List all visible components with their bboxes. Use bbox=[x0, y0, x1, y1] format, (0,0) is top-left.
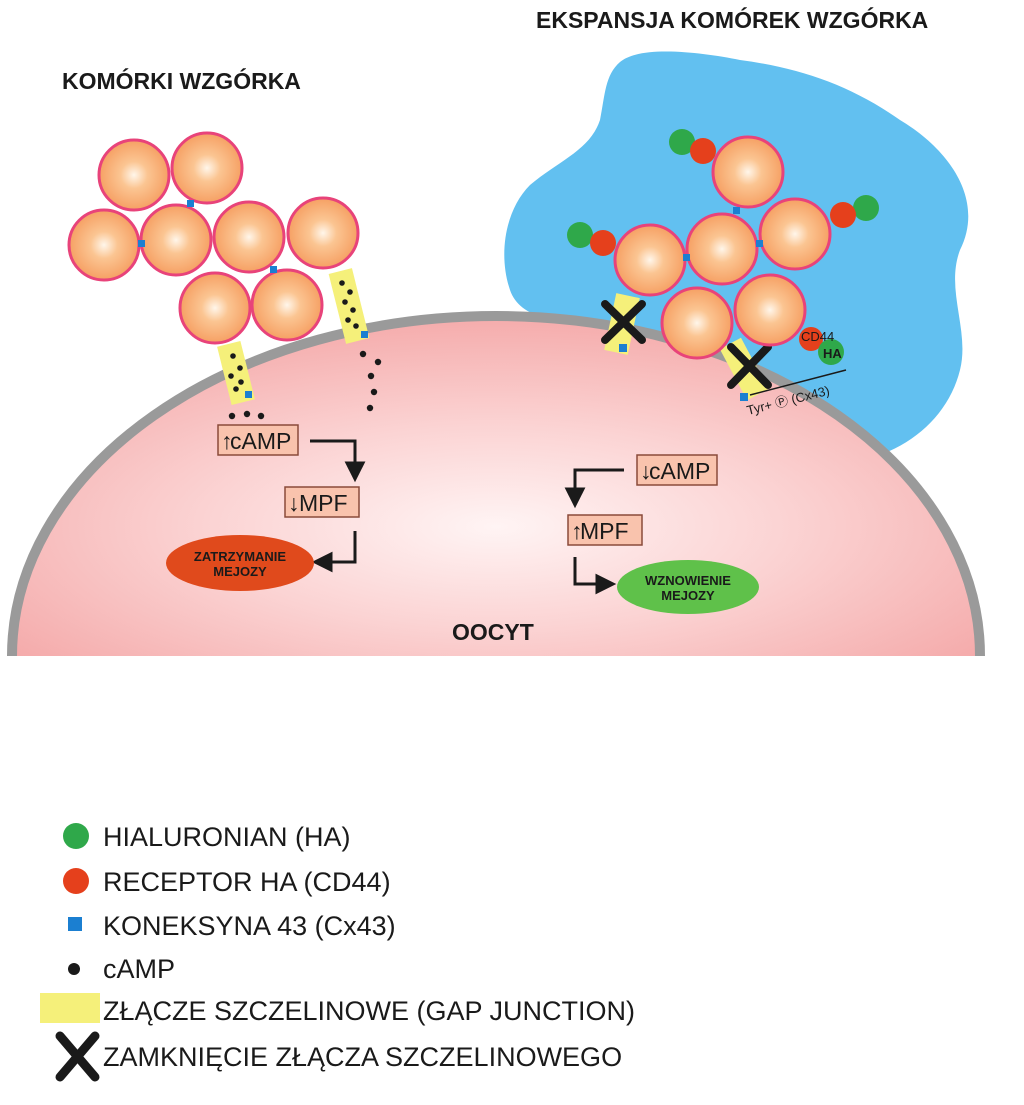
title-right: EKSPANSJA KOMÓREK WZGÓRKA bbox=[536, 6, 928, 33]
legend-item-cd44: RECEPTOR HA (CD44) bbox=[103, 867, 391, 897]
ha-cd44-pairs bbox=[567, 129, 879, 365]
cd44-label: CD44 bbox=[801, 329, 834, 344]
left-mpf-label: MPF bbox=[299, 490, 348, 516]
down-arrow-icon: ↓ bbox=[640, 458, 652, 484]
legend-item-ha: HIALURONIAN (HA) bbox=[103, 822, 351, 852]
closure-x-icon-2 bbox=[727, 343, 772, 389]
resume-line-2: MEJOZY bbox=[661, 588, 715, 603]
cumulus-cells-left bbox=[67, 131, 360, 345]
resume-line-1: WZNOWIENIE bbox=[645, 573, 731, 588]
legend-item-camp: cAMP bbox=[103, 954, 175, 984]
right-mpf-label: MPF bbox=[580, 518, 629, 544]
gap-junction-right-1 bbox=[601, 293, 646, 355]
right-mpf-box: ↑ MPF bbox=[567, 514, 643, 546]
meiosis-arrest-oval: ZATRZYMANIE MEJOZY bbox=[166, 535, 314, 591]
cumulus-cells-right bbox=[613, 135, 832, 360]
legend-item-closure: ZAMKNIĘCIE ZŁĄCZA SZCZELINOWEGO bbox=[103, 1042, 622, 1072]
cx43-markers-left bbox=[138, 200, 277, 273]
legend-item-gap: ZŁĄCZE SZCZELINOWE (GAP JUNCTION) bbox=[103, 996, 635, 1026]
left-arrow-1 bbox=[310, 439, 366, 483]
left-camp-label: cAMP bbox=[230, 428, 291, 454]
left-camp-box: ↑ cAMP bbox=[217, 424, 299, 456]
oocyte-label: OOCYT bbox=[452, 619, 534, 645]
closure-x-icon-1 bbox=[601, 300, 646, 344]
legend-item-cx43: KONEKSYNA 43 (Cx43) bbox=[103, 911, 396, 941]
up-arrow-icon: ↑ bbox=[221, 428, 233, 454]
black-dot-icon bbox=[68, 963, 80, 975]
red-dot-icon bbox=[63, 868, 89, 894]
phospho-pointer bbox=[749, 369, 847, 396]
blue-square-icon bbox=[68, 917, 82, 931]
left-mpf-box: ↓ MPF bbox=[284, 486, 360, 518]
yellow-bar-icon bbox=[40, 993, 100, 1023]
title-left: KOMÓRKI WZGÓRKA bbox=[62, 67, 301, 94]
right-arrow-2 bbox=[573, 557, 617, 595]
gap-junction-right-2 bbox=[719, 337, 772, 401]
gap-junction-left-2 bbox=[328, 268, 370, 344]
green-dot-icon bbox=[63, 823, 89, 849]
camp-dots-left bbox=[228, 350, 382, 420]
black-x-icon bbox=[55, 1031, 100, 1082]
right-camp-box: ↓ cAMP bbox=[636, 454, 718, 486]
arrest-line-2: MEJOZY bbox=[213, 564, 267, 579]
arrest-line-1: ZATRZYMANIE bbox=[194, 549, 287, 564]
ha-label: HA bbox=[823, 346, 842, 361]
legend: HIALURONIAN (HA) RECEPTOR HA (CD44) KONE… bbox=[40, 822, 635, 1082]
meiosis-resumption-oval: WZNOWIENIE MEJOZY bbox=[617, 560, 759, 614]
left-arrow-2 bbox=[311, 531, 357, 573]
down-arrow-icon: ↓ bbox=[288, 490, 300, 516]
gap-junction-left-1 bbox=[217, 340, 255, 406]
cx43-markers-right bbox=[683, 207, 763, 261]
up-arrow-icon: ↑ bbox=[571, 518, 583, 544]
right-arrow-1 bbox=[564, 468, 624, 509]
right-camp-label: cAMP bbox=[649, 458, 710, 484]
